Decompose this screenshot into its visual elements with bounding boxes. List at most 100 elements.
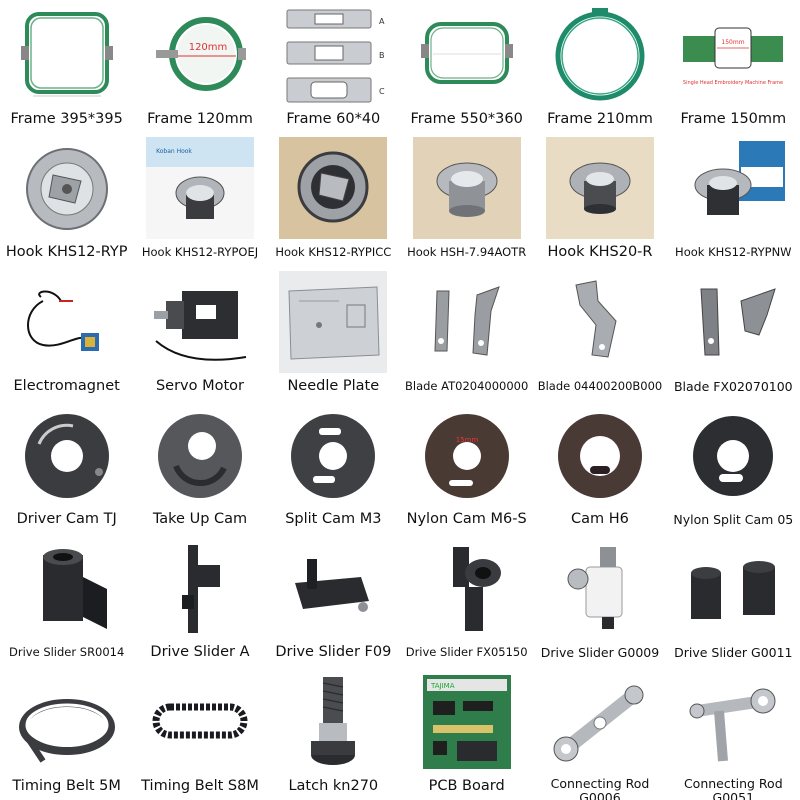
product-card[interactable]: Frame 395*395 <box>0 0 133 133</box>
product-label: Latch kn270 <box>288 777 379 794</box>
product-card[interactable]: Connecting Rod G0006 <box>533 667 666 800</box>
product-label: PCB Board <box>428 777 505 794</box>
slider-icon <box>679 537 788 640</box>
product-card[interactable]: Cam H6 <box>533 400 666 533</box>
product-label: Needle Plate <box>287 377 380 394</box>
product-label: Electromagnet <box>13 377 120 394</box>
product-card[interactable]: Koban Hook Hook KHS12-RYPOEJ <box>133 133 266 266</box>
product-card[interactable]: Drive Slider SR0014 <box>0 533 133 666</box>
product-card[interactable]: 120mm Frame 120mm <box>133 0 266 133</box>
svg-text:B: B <box>379 51 385 60</box>
electromagnet-icon <box>12 270 121 373</box>
product-label: Take Up Cam <box>152 510 248 527</box>
product-label: Cam H6 <box>571 510 629 527</box>
product-card[interactable]: Servo Motor <box>133 267 266 400</box>
product-card[interactable]: Latch kn270 <box>267 667 400 800</box>
product-label: Connecting Rod G0006 <box>550 775 650 800</box>
product-card[interactable]: Hook HSH-7.94AOTR <box>400 133 533 266</box>
blade-icon <box>412 270 521 373</box>
product-label: Drive Slider F09 <box>275 644 392 661</box>
product-card[interactable]: Hook KHS12-RYP <box>0 133 133 266</box>
product-card[interactable]: Frame 210mm <box>533 0 666 133</box>
product-card[interactable]: Drive Slider A <box>133 533 266 666</box>
product-card[interactable]: Blade AT0204000000 <box>400 267 533 400</box>
product-card[interactable]: Hook KHS20-R <box>533 133 666 266</box>
product-card[interactable]: Blade FX02070100 <box>667 267 800 400</box>
product-label: Hook KHS12-RYP <box>5 244 128 261</box>
blade-icon <box>679 270 788 373</box>
slider-icon <box>545 537 654 640</box>
svg-text:C: C <box>379 87 385 96</box>
cam-icon <box>679 403 788 506</box>
cam-icon <box>145 403 254 506</box>
product-label: Timing Belt S8M <box>141 777 259 794</box>
product-label: Hook HSH-7.94AOTR <box>407 245 527 260</box>
product-label: Drive Slider A <box>150 644 250 661</box>
product-card[interactable]: Blade 04400200B000 <box>533 267 666 400</box>
cam-icon: 15mm <box>412 403 521 506</box>
svg-text:15mm: 15mm <box>455 436 478 444</box>
product-label: Blade 04400200B000 <box>537 378 663 393</box>
product-card[interactable]: 15mm Nylon Cam M6-S <box>400 400 533 533</box>
rotary-hook-icon <box>412 137 521 240</box>
belt-roll-icon <box>12 670 121 773</box>
product-card[interactable]: Drive Slider FX05150 <box>400 533 533 666</box>
svg-text:120mm: 120mm <box>189 42 228 53</box>
svg-text:TAJIMA: TAJIMA <box>430 682 455 690</box>
product-card[interactable]: TAJIMA PCB Board <box>400 667 533 800</box>
product-card[interactable]: Timing Belt 5M <box>0 667 133 800</box>
product-label: Servo Motor <box>155 377 245 394</box>
needle-plate-icon <box>279 270 388 373</box>
product-card[interactable]: Needle Plate <box>267 267 400 400</box>
product-label: Frame 150mm <box>680 111 787 127</box>
product-card[interactable]: Electromagnet <box>0 267 133 400</box>
svg-text:Koban Hook: Koban Hook <box>156 148 192 155</box>
servo-motor-icon <box>145 270 254 373</box>
product-label: Frame 395*395 <box>10 111 123 127</box>
connecting-rod-icon <box>679 670 788 773</box>
cam-icon <box>12 403 121 506</box>
svg-text:A: A <box>379 17 385 26</box>
round-hoop-icon <box>545 4 654 106</box>
product-label: Frame 210mm <box>547 111 653 127</box>
product-label: Drive Slider G0009 <box>540 645 660 661</box>
svg-text:Single Head Embroidery Machine: Single Head Embroidery Machine Frame <box>683 80 783 86</box>
product-card[interactable]: Drive Slider G0011 <box>667 533 800 666</box>
product-label: Frame 120mm <box>147 111 253 127</box>
pcb-icon: TAJIMA <box>412 670 521 773</box>
product-card[interactable]: Connecting Rod G0051 <box>667 667 800 800</box>
product-label: Hook KHS12-RYPOEJ <box>141 245 259 260</box>
rotary-hook-icon <box>679 137 788 240</box>
product-card[interactable]: Timing Belt S8M <box>133 667 266 800</box>
product-card[interactable]: Hook KHS12-RYPNW <box>667 133 800 266</box>
product-label: Hook KHS20-R <box>547 244 653 261</box>
round-hoop-icon: 120mm <box>145 4 254 106</box>
rotary-hook-icon <box>279 137 388 240</box>
slider-icon <box>412 537 521 640</box>
slider-icon <box>12 537 121 640</box>
product-card[interactable]: Driver Cam TJ <box>0 400 133 533</box>
product-label: Split Cam M3 <box>285 510 382 527</box>
product-label: Hook KHS12-RYPICC <box>275 245 392 260</box>
product-card[interactable]: Nylon Split Cam 05 <box>667 400 800 533</box>
product-card[interactable]: Split Cam M3 <box>267 400 400 533</box>
rotary-hook-icon: Koban Hook <box>145 137 254 240</box>
product-label: Driver Cam TJ <box>16 510 117 527</box>
latch-icon <box>279 670 388 773</box>
product-label: Drive Slider FX05150 <box>405 645 528 660</box>
cam-icon <box>545 403 654 506</box>
product-label: Hook KHS12-RYPNW <box>675 245 792 260</box>
product-card[interactable]: Drive Slider F09 <box>267 533 400 666</box>
product-card[interactable]: Hook KHS12-RYPICC <box>267 133 400 266</box>
timing-belt-icon <box>145 670 254 773</box>
product-label: Nylon Cam M6-S <box>406 510 527 527</box>
product-card[interactable]: Take Up Cam <box>133 400 266 533</box>
product-label: Blade AT0204000000 <box>404 378 529 393</box>
product-label: Connecting Rod G0051 <box>683 775 783 800</box>
product-card[interactable]: Drive Slider G0009 <box>533 533 666 666</box>
product-card[interactable]: Frame 550*360 <box>400 0 533 133</box>
